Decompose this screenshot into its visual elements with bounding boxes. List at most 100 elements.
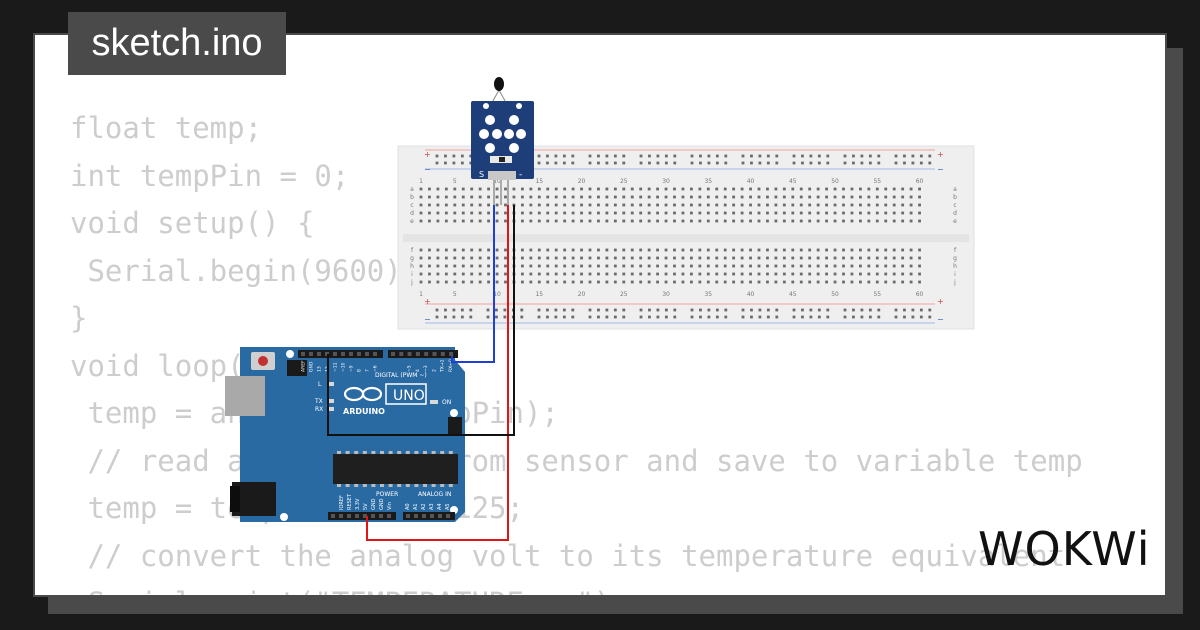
power-pin-label: GND [371, 498, 377, 510]
analog-pin-label: A2 [421, 503, 427, 510]
breadboard-column-label: 15 [535, 291, 543, 298]
tx-led-label: TX [314, 398, 323, 405]
breadboard-column-label: 1 [419, 178, 423, 185]
digital-pin-label: ~6 [373, 365, 379, 372]
breadboard-column-label: 1 [419, 291, 423, 298]
breadboard-column-label: 55 [873, 291, 881, 298]
breadboard-row-label: e [953, 218, 957, 225]
sensor-pin-minus-label: - [519, 170, 522, 180]
breadboard-column-label: 55 [873, 178, 881, 185]
digital-pin-label: AREF [301, 360, 307, 372]
analog-pin-label: A5 [445, 503, 451, 510]
digital-pin-label: ~5 [407, 365, 413, 372]
power-pin-label: IOREF [339, 495, 345, 510]
breadboard-row-label: j [410, 279, 413, 286]
board-model-label: UNO [393, 388, 425, 404]
breadboard-row-label: h [953, 263, 957, 270]
breadboard-column-label: 40 [747, 291, 755, 298]
breadboard-row-label: j [953, 279, 956, 286]
sensor-pin-s-label: S [479, 170, 484, 179]
breadboard-column-label: 35 [704, 291, 712, 298]
power-wire[interactable] [366, 205, 509, 541]
breadboard-row-label: h [410, 263, 414, 270]
breadboard-row-label: f [411, 247, 414, 254]
breadboard-column-label: 25 [620, 291, 628, 298]
code-line: float temp; [70, 111, 263, 145]
breadboard-row-label: a [410, 186, 414, 193]
breadboard-row-label: d [410, 210, 414, 217]
code-line: // convert the analog volt to its temper… [70, 538, 1066, 573]
breadboard-column-label: 30 [662, 291, 670, 298]
digital-pin-label: 2 [431, 369, 437, 372]
breadboard-row-label: d [953, 210, 957, 217]
rail-plus-label: + [937, 297, 944, 306]
digital-pin-label: ~11 [333, 362, 339, 372]
l-led-label: L [318, 381, 322, 388]
board-brand-label: ARDUINO [343, 407, 385, 416]
breadboard-row-label: i [954, 271, 956, 278]
breadboard-row-label: c [410, 202, 413, 209]
digital-pin-label: ~9 [349, 365, 355, 372]
rail-plus-label: + [424, 297, 431, 306]
analog-pin-label: A0 [405, 503, 411, 510]
breadboard-column-label: 35 [704, 178, 712, 185]
code-line: void setup() { [70, 206, 315, 240]
breadboard-column-label: 30 [662, 178, 670, 185]
rail-minus-label: − [424, 315, 431, 324]
on-led-label: ON [442, 399, 451, 406]
code-line: Serial.begin(9600); [70, 253, 420, 288]
wokwi-logo: WOKWi [978, 522, 1153, 577]
breadboard-column-label: 5 [453, 291, 457, 298]
digital-pin-label: RX←0 [448, 359, 454, 372]
digital-pin-label: ~3 [423, 365, 429, 372]
temperature-sensor-module[interactable]: S - [471, 77, 534, 205]
power-pin-label: Vin [387, 502, 393, 510]
digital-pin-label: TX→1 [440, 359, 446, 373]
breadboard-row-label: g [953, 255, 957, 262]
rail-minus-label: − [937, 165, 944, 174]
code-line: Serial.print("TEMPERATURE = "); [70, 580, 1083, 595]
signal-wire[interactable] [451, 205, 495, 363]
breadboard-column-label: 10 [493, 291, 501, 298]
breadboard-row-label: b [410, 194, 414, 201]
analog-pin-label: A1 [413, 503, 419, 510]
breadboard-column-label: 50 [831, 178, 839, 185]
breadboard-row-label: i [411, 271, 413, 278]
breadboard-row-label: c [953, 202, 956, 209]
rail-plus-label: + [937, 150, 944, 159]
breadboard-column-label: 25 [620, 178, 628, 185]
digital-pin-label: 4 [415, 369, 421, 372]
breadboard-column-label: 5 [453, 178, 457, 185]
power-header-label: POWER [376, 491, 398, 498]
digital-pin-label: 13 [317, 366, 323, 372]
usb-port [225, 376, 265, 416]
code-line: int tempPin = 0; [70, 158, 350, 193]
digital-pin-label: ~10 [341, 362, 347, 372]
breadboard-row-label: b [953, 194, 957, 201]
breadboard-column-label: 15 [535, 178, 543, 185]
breadboard-row-label: e [410, 218, 414, 225]
digital-pin-label: 8 [357, 369, 363, 372]
filename-tab[interactable]: sketch.ino [68, 12, 286, 75]
breadboard-column-label: 50 [831, 291, 839, 298]
thermistor-icon [494, 77, 504, 91]
breadboard-labels: 1155101015152020252530303535404045455050… [410, 165, 957, 324]
analog-pin-label: A3 [429, 503, 435, 510]
breadboard-row-label: a [953, 186, 957, 193]
breadboard-column-label: 20 [578, 291, 586, 298]
ground-wire[interactable] [327, 205, 515, 436]
code-line: } [70, 301, 88, 335]
rail-plus-label: + [424, 150, 431, 159]
power-pin-label: 3.3V [355, 498, 361, 510]
analog-header-label: ANALOG IN [418, 491, 451, 498]
wokwi-logo-text: WOKWi [978, 522, 1151, 576]
breadboard-column-label: 45 [789, 291, 797, 298]
analog-pin-label: A4 [437, 503, 443, 510]
digital-pin-label: GND [309, 361, 315, 372]
rail-minus-label: − [424, 165, 431, 174]
breadboard-column-label: 60 [916, 291, 924, 298]
breadboard-column-label: 20 [578, 178, 586, 185]
breadboard-column-label: 45 [789, 178, 797, 185]
breadboard-row-label: g [410, 255, 414, 262]
wires[interactable] [327, 205, 515, 541]
